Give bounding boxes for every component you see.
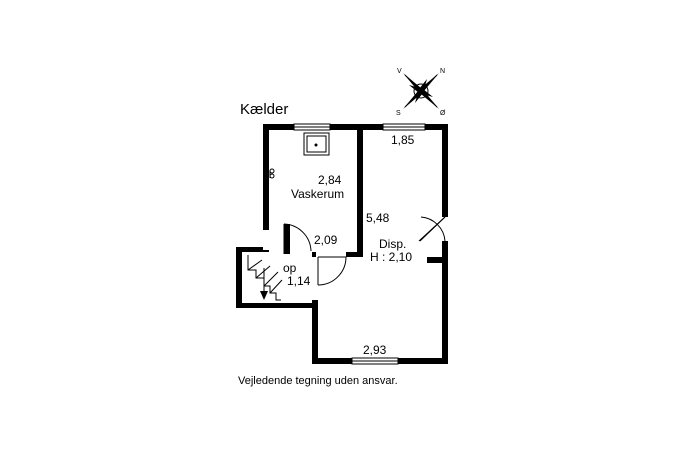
wall-right (442, 124, 448, 364)
wall-internal-vertical (357, 124, 363, 257)
wall-stair-left (236, 247, 242, 308)
door-swing-laundry (283, 223, 312, 252)
storage-side-dim: 5,48 (366, 211, 390, 225)
floor-title: Kælder (240, 101, 288, 118)
storage-name: Disp. (379, 237, 406, 251)
wall-top (263, 124, 448, 130)
disclaimer: Vejledende tegning uden ansvar. (238, 375, 398, 387)
fixture-icon (269, 168, 275, 179)
laundry-height-dim: 2,84 (318, 173, 342, 187)
stairs-label: op (283, 261, 297, 275)
wall-stub (427, 257, 442, 263)
compass-rose-icon (403, 73, 439, 109)
compass-west: V (397, 68, 402, 75)
storage-ceiling-height: H : 2,10 (370, 250, 412, 264)
windows (293, 123, 426, 365)
storage-bottom-dim: 2,93 (363, 343, 387, 357)
wall-left-upper (263, 124, 269, 250)
stairs-dim: 1,14 (287, 274, 311, 288)
storage-top-dim: 1,85 (391, 133, 415, 147)
wall-stair-bottom (236, 303, 318, 308)
doors (263, 216, 448, 286)
door-opening-right (442, 217, 448, 241)
laundry-name: Vaskerum (291, 187, 344, 201)
door-swing-stairs (317, 256, 347, 286)
compass-east: Ø (440, 110, 446, 117)
stairs (247, 255, 283, 301)
stairs-arrow-icon (260, 291, 268, 300)
sink-icon (303, 132, 330, 156)
compass-south: S (396, 110, 401, 117)
wall-stair-top (236, 247, 269, 252)
compass-north: N (440, 68, 445, 75)
wall-left-lower (312, 300, 318, 364)
laundry-width-dim: 2,09 (314, 233, 338, 247)
